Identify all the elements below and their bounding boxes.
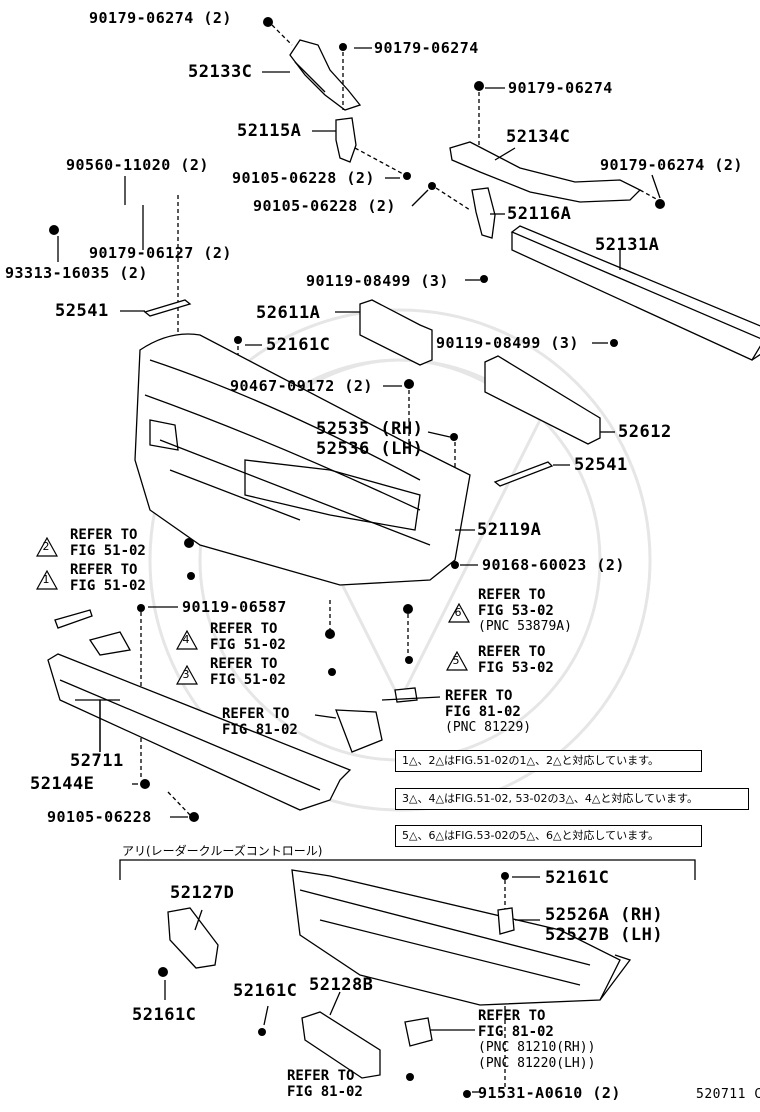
label-52611a: 52611A xyxy=(256,303,321,323)
triangle-3-icon: 3 xyxy=(176,665,198,685)
label-90119-08499-3a: 90119-08499 (3) xyxy=(306,272,449,290)
radar-bumper xyxy=(291,869,632,1006)
label-90179-06274-2a: 90179-06274 (2) xyxy=(89,9,232,27)
radar-section-title: アリ(レーダークルーズコントロール) xyxy=(122,844,323,858)
label-52116a: 52116A xyxy=(507,204,572,224)
part-52127d xyxy=(167,907,219,969)
note-box-3: 5△、6△はFIG.53-02の5△、6△と対応しています。 xyxy=(395,825,702,847)
label-52612: 52612 xyxy=(618,422,672,442)
absorber-52612 xyxy=(484,355,601,445)
bumper-cover-52119a xyxy=(134,333,471,586)
triangle-4-icon: 4 xyxy=(176,630,198,650)
label-52527b-lh: 52527B (LH) xyxy=(545,925,664,945)
strip-52541-left xyxy=(143,299,192,317)
bracket-52116a xyxy=(471,187,496,239)
note-box-1: 1△、2△はFIG.51-02の1△、2△と対応しています。 xyxy=(395,750,702,772)
bracket-52115a xyxy=(335,117,357,163)
label-52541-a: 52541 xyxy=(55,301,109,321)
triangle-2-icon: 2 xyxy=(36,537,58,557)
label-90179-06127: 90179-06127 (2) xyxy=(89,244,232,262)
reinforcement-52131a xyxy=(510,225,760,361)
label-91531-a0610: 91531-A0610 (2) xyxy=(478,1084,621,1102)
label-52541-b: 52541 xyxy=(574,455,628,475)
figure-code: 520711 C xyxy=(696,1087,760,1102)
triangle-1-icon: 1 xyxy=(36,570,58,590)
label-52128b: 52128B xyxy=(309,975,374,995)
leader-lines xyxy=(57,47,661,1093)
label-52127d: 52127D xyxy=(170,883,235,903)
radar-sensor xyxy=(404,1017,433,1047)
label-90105-06228-2a: 90105-06228 (2) xyxy=(232,169,375,187)
lower-spoiler-52711 xyxy=(47,609,352,811)
label-52115a: 52115A xyxy=(237,121,302,141)
label-93313-16035: 93313-16035 (2) xyxy=(5,264,148,282)
part-52128b xyxy=(301,1011,381,1079)
label-52144e: 52144E xyxy=(30,774,95,794)
strip-52541-right xyxy=(493,461,554,487)
label-52119a: 52119A xyxy=(477,520,542,540)
label-52526a-rh: 52526A (RH) xyxy=(545,905,664,925)
triangle-5-icon: 5 xyxy=(446,651,468,671)
bolt-marks xyxy=(49,17,665,1098)
radar-section-bracket xyxy=(119,859,696,880)
label-90179-06274-a: 90179-06274 xyxy=(374,39,479,57)
label-90179-06274-b: 90179-06274 xyxy=(508,79,613,97)
label-90168-60023: 90168-60023 (2) xyxy=(482,556,625,574)
bracket-52526a xyxy=(497,907,515,935)
label-90119-08499-3b: 90119-08499 (3) xyxy=(436,334,579,352)
bracket-52133c xyxy=(289,39,362,111)
label-90119-06587: 90119-06587 xyxy=(182,598,287,616)
label-52161c-d: 52161C xyxy=(132,1005,197,1025)
note-box-2: 3△、4△はFIG.51-02, 53-02の3△、4△と対応しています。 xyxy=(395,788,749,810)
label-90105-06228-c: 90105-06228 xyxy=(47,808,152,826)
label-52134c: 52134C xyxy=(506,127,571,147)
label-52711: 52711 xyxy=(70,751,124,771)
label-52161c-c: 52161C xyxy=(233,981,298,1001)
label-52161c-b: 52161C xyxy=(545,868,610,888)
label-90560-11020: 90560-11020 (2) xyxy=(66,156,209,174)
absorber-52611a xyxy=(359,299,433,366)
label-52535-rh: 52535 (RH) xyxy=(316,419,424,439)
triangle-6-icon: 6 xyxy=(448,603,470,623)
label-90105-06228-2b: 90105-06228 (2) xyxy=(253,197,396,215)
label-52161c-a: 52161C xyxy=(266,335,331,355)
bracket-52134c xyxy=(449,141,642,203)
fog-socket xyxy=(394,687,418,703)
label-52133c: 52133C xyxy=(188,62,253,82)
fog-cover xyxy=(335,709,383,753)
label-90179-06274-2b: 90179-06274 (2) xyxy=(600,156,743,174)
label-52536-lh: 52536 (LH) xyxy=(316,439,424,459)
label-90467-09172: 90467-09172 (2) xyxy=(230,377,373,395)
label-52131a: 52131A xyxy=(595,235,660,255)
